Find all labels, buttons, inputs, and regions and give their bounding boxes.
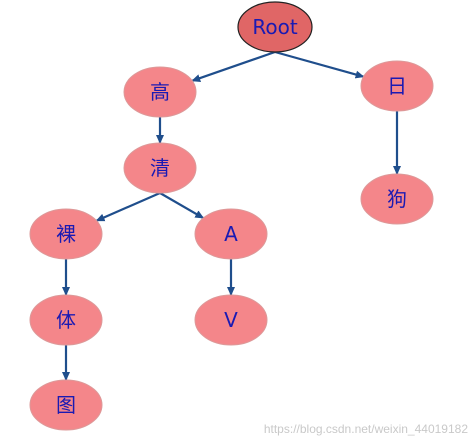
node-gao-shape	[123, 66, 197, 118]
node-ti-shape	[29, 294, 103, 346]
edge-qing-to-a	[159, 192, 205, 219]
node-v: V	[194, 294, 268, 346]
node-tu-label: 图	[56, 393, 76, 417]
node-root-label: Root	[252, 15, 297, 39]
node-a: A	[194, 208, 268, 260]
node-luo-label: 裸	[56, 222, 76, 246]
node-gao: 高	[123, 66, 197, 118]
node-gou: 狗	[360, 173, 434, 225]
node-luo: 裸	[29, 208, 103, 260]
edge-root-to-gao	[191, 50, 276, 82]
node-a-label: A	[224, 222, 238, 246]
node-tu-shape	[29, 379, 103, 431]
node-ri: 日	[360, 60, 434, 112]
node-qing-label: 清	[150, 156, 170, 180]
node-ti-label: 体	[56, 308, 76, 332]
node-qing: 清	[123, 142, 197, 194]
node-gou-label: 狗	[387, 187, 407, 211]
node-v-shape	[194, 294, 268, 346]
node-a-shape	[194, 208, 268, 260]
node-gou-shape	[360, 173, 434, 225]
node-luo-shape	[29, 208, 103, 260]
node-root: Root	[237, 1, 313, 53]
node-root-shape	[237, 1, 313, 53]
node-v-label: V	[224, 308, 238, 332]
node-ti: 体	[29, 294, 103, 346]
edges-layer	[62, 50, 401, 381]
node-tu: 图	[29, 379, 103, 431]
edge-qing-to-luo	[95, 191, 161, 222]
node-qing-shape	[123, 142, 197, 194]
nodes-layer: Root 高 日 清 狗	[29, 1, 434, 431]
node-ri-label: 日	[387, 74, 407, 98]
node-ri-shape	[360, 60, 434, 112]
node-gao-label: 高	[150, 80, 170, 104]
edge-root-to-ri	[274, 50, 365, 79]
watermark-text: https://blog.csdn.net/weixin_44019182	[263, 422, 468, 436]
